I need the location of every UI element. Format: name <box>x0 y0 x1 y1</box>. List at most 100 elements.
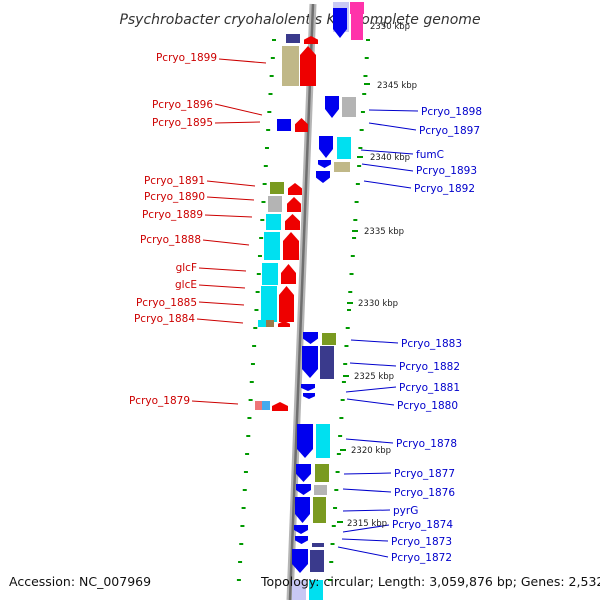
gene-arrow-reverse <box>294 525 308 534</box>
label-leader-line <box>204 214 253 218</box>
label-leader-line <box>196 318 244 324</box>
gene-arrow-reverse <box>319 136 333 158</box>
label-leader-line <box>202 239 250 246</box>
gene-box <box>309 580 323 600</box>
gene-label-right[interactable]: Pcryo_1893 <box>416 165 477 177</box>
label-leader-line <box>198 301 245 306</box>
gene-box <box>292 580 306 600</box>
gene-label-left[interactable]: Pcryo_1888 <box>140 234 201 246</box>
gene-label-right[interactable]: Pcryo_1880 <box>397 400 458 412</box>
gene-box <box>350 2 364 14</box>
gene-label-right[interactable]: Pcryo_1876 <box>394 487 455 499</box>
gene-arrow-forward <box>278 321 290 327</box>
gene-arrow-reverse <box>318 160 331 168</box>
label-leader-line <box>368 122 417 131</box>
gene-label-right[interactable]: Pcryo_1883 <box>401 338 462 350</box>
label-leader-line <box>198 267 247 272</box>
label-leader-line <box>206 196 255 201</box>
gene-arrow-forward <box>304 36 318 44</box>
gene-arrow-reverse <box>292 549 308 573</box>
gene-box <box>310 550 324 572</box>
gene-label-left[interactable]: Pcryo_1889 <box>142 209 203 221</box>
gene-arrow-forward <box>295 118 308 132</box>
gene-label-left[interactable]: Pcryo_1896 <box>152 99 213 111</box>
label-leader-line <box>349 362 397 367</box>
gene-label-left[interactable]: glcE <box>175 279 197 291</box>
label-leader-line <box>342 524 390 533</box>
gene-label-left[interactable]: Pcryo_1899 <box>156 52 217 64</box>
gene-label-left[interactable]: Pcryo_1885 <box>136 297 197 309</box>
gene-arrow-forward <box>272 402 288 411</box>
kbp-tick-label: 2340 kbp <box>370 153 410 163</box>
gene-box <box>351 14 363 40</box>
genome-backbone <box>286 3 317 600</box>
gene-label-right[interactable]: Pcryo_1892 <box>414 183 475 195</box>
gene-box <box>282 46 299 86</box>
gene-box <box>266 320 274 327</box>
gene-label-right[interactable]: Pcryo_1898 <box>421 106 482 118</box>
gene-label-right[interactable]: Pcryo_1881 <box>399 382 460 394</box>
gene-label-left[interactable]: glcF <box>176 262 197 274</box>
gene-features <box>255 2 364 600</box>
gene-label-left[interactable]: Pcryo_1879 <box>129 395 190 407</box>
gene-box <box>255 401 263 410</box>
gene-arrow-reverse <box>297 424 313 458</box>
gene-arrow-reverse <box>333 8 347 38</box>
kbp-tick-label: 2335 kbp <box>364 227 404 237</box>
gene-label-right[interactable]: Pcryo_1873 <box>391 536 452 548</box>
gene-label-right[interactable]: Pcryo_1872 <box>391 552 452 564</box>
label-leader-line <box>218 58 267 64</box>
gene-arrow-forward <box>283 232 299 260</box>
gene-arrow-reverse <box>301 384 315 391</box>
gene-arrow-reverse <box>295 497 310 523</box>
label-leader-line <box>198 284 246 289</box>
scale-ticks <box>236 39 370 581</box>
label-leader-line <box>345 386 397 393</box>
gene-arrow-forward <box>281 264 296 284</box>
gene-box <box>266 214 281 230</box>
label-leader-line <box>360 149 414 155</box>
gene-arrow-reverse <box>325 96 339 118</box>
label-leader-line <box>191 400 239 405</box>
gene-label-right[interactable]: pyrG <box>393 505 418 517</box>
gene-box <box>262 401 270 410</box>
gene-label-right[interactable]: Pcryo_1878 <box>396 438 457 450</box>
kbp-tick-label: 2345 kbp <box>377 81 417 91</box>
label-leader-line <box>345 438 394 444</box>
label-leader-line <box>368 109 419 112</box>
gene-label-left[interactable]: Pcryo_1891 <box>144 175 205 187</box>
genome-title: Psychrobacter cryohalolentis K5, complet… <box>119 12 480 28</box>
gene-label-left[interactable]: Pcryo_1895 <box>152 117 213 129</box>
gene-arrow-reverse <box>295 536 308 544</box>
gene-label-right[interactable]: Pcryo_1897 <box>419 125 480 137</box>
gene-box <box>264 232 280 260</box>
gene-label-right[interactable]: Pcryo_1877 <box>394 468 455 480</box>
label-leader-line <box>342 488 392 493</box>
gene-label-left[interactable]: Pcryo_1890 <box>144 191 205 203</box>
gene-box <box>258 320 266 327</box>
gene-box <box>312 543 324 547</box>
gene-box <box>322 333 336 345</box>
gene-label-left[interactable]: Pcryo_1884 <box>134 313 195 325</box>
topology-text: Topology: circular; Length: 3,059,876 bp… <box>261 574 600 589</box>
kbp-tick-label: 2325 kbp <box>354 372 394 382</box>
gene-box <box>334 162 350 172</box>
label-leader-line <box>343 472 392 475</box>
gene-arrow-forward <box>285 214 300 230</box>
gene-box <box>314 485 327 495</box>
gene-label-right[interactable]: fumC <box>416 149 444 161</box>
label-leader-line <box>341 538 389 542</box>
gene-arrow-forward <box>288 183 302 195</box>
gene-label-right[interactable]: Pcryo_1874 <box>392 519 453 531</box>
label-leader-line <box>346 398 395 406</box>
label-leader-line <box>337 546 389 558</box>
gene-arrow-forward <box>279 286 294 322</box>
gene-box <box>315 464 329 482</box>
gene-arrow-forward <box>287 197 301 212</box>
label-leader-line <box>214 121 261 124</box>
gene-label-right[interactable]: Pcryo_1882 <box>399 361 460 373</box>
kbp-tick-label: 2315 kbp <box>347 519 387 529</box>
kbp-tick-label: 2330 kbp <box>358 299 398 309</box>
label-leader-line <box>363 180 412 189</box>
